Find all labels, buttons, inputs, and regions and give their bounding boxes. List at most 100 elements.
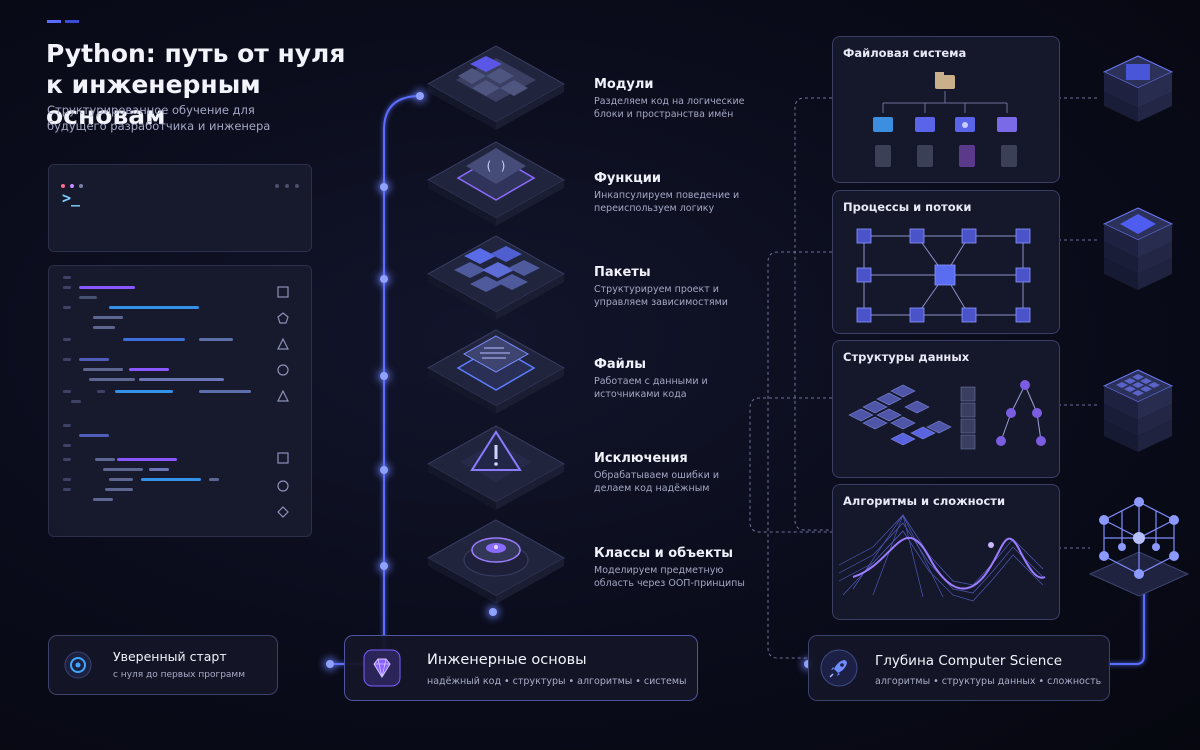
terminal-prompt: >_ [62, 189, 81, 207]
square-shape-icon [277, 286, 289, 298]
code-line [89, 378, 135, 381]
card-algorithms[interactable]: Алгоритмы и сложности [832, 484, 1060, 620]
code-line [117, 458, 177, 461]
step-desc: Структурируем проект и управляем зависим… [594, 284, 728, 308]
code-line [63, 358, 71, 361]
cs-card[interactable]: Глубина Computer Science алгоритмы • стр… [808, 635, 1110, 701]
card-data-structures[interactable]: Структуры данных [832, 340, 1060, 478]
class-icon [426, 519, 566, 604]
circle-shape-icon [277, 480, 289, 492]
code-line [105, 488, 133, 491]
file-icon [426, 329, 566, 414]
triangle-shape-icon [277, 390, 289, 402]
code-line [93, 316, 123, 319]
lattice-cube-icon [1088, 497, 1190, 597]
code-line [63, 390, 71, 393]
code-line [63, 458, 71, 461]
code-line [83, 368, 123, 371]
page-subtitle: Структурированное обучение для будущего … [47, 103, 271, 133]
core-card[interactable]: Инженерные основы надёжный код • структу… [344, 635, 698, 701]
svg-text:( ): ( ) [485, 159, 507, 173]
start-subtitle: с нуля до первых программ [113, 670, 246, 680]
cs-title: Глубина Computer Science [875, 653, 1063, 669]
spine-node [380, 183, 388, 191]
server-stack-icon [1102, 55, 1174, 122]
spine-node [380, 562, 388, 570]
server-stack-icon [1102, 207, 1174, 290]
card-filesystem[interactable]: Файловая система [832, 36, 1060, 183]
package-icon [426, 235, 566, 320]
rocket-icon [820, 649, 858, 687]
code-line [63, 286, 71, 289]
code-line [95, 458, 115, 461]
spine-node [380, 372, 388, 380]
code-line [109, 306, 199, 309]
core-title: Инженерные основы [427, 652, 587, 668]
step-desc: Работаем с данными и источниками кода [594, 376, 708, 400]
code-line [63, 424, 71, 427]
network-icon [856, 228, 1031, 323]
cs-subtitle: алгоритмы • структуры данных • сложность [875, 676, 1102, 687]
start-title: Уверенный старт [113, 649, 227, 664]
core-subtitle: надёжный код • структуры • алгоритмы • с… [427, 676, 687, 687]
complexity-graph-icon [838, 513, 1046, 602]
spine-node [380, 466, 388, 474]
step-desc: Обрабатываем ошибки и делаем код надёжны… [594, 470, 719, 494]
warning-icon [426, 425, 566, 510]
code-line [115, 390, 173, 393]
gem-icon [363, 649, 401, 687]
server-stack-icon [1102, 369, 1174, 452]
code-line [63, 488, 71, 491]
accent-dash [65, 20, 79, 23]
code-line [63, 338, 71, 341]
code-line [103, 468, 143, 471]
step-title: Модули [594, 77, 654, 92]
data-structures-icon [848, 380, 1046, 450]
code-line [199, 338, 233, 341]
spine-node [489, 608, 497, 616]
card-title: Алгоритмы и сложности [843, 494, 1006, 508]
step-desc: Инкапсулируем поведение и переиспользуем… [594, 190, 740, 214]
code-line [63, 444, 71, 447]
window-controls [61, 173, 88, 192]
code-line [79, 296, 97, 299]
page-title: Python: путь от нуля к инженерным основа… [46, 38, 376, 131]
triangle-shape-icon [277, 338, 289, 350]
code-line [97, 390, 105, 393]
start-card[interactable]: Уверенный старт с нуля до первых програм… [48, 635, 278, 695]
accent-dash [47, 20, 61, 23]
window-menu-icon [269, 173, 299, 192]
terminal-window: >_ [48, 164, 312, 252]
code-line [71, 400, 81, 403]
spine-node [380, 275, 388, 283]
step-title: Файлы [594, 357, 647, 372]
step-title: Функции [594, 171, 662, 186]
spine-node [416, 92, 424, 100]
code-line [63, 276, 71, 279]
step-desc: Разделяем код на логические блоки и прос… [594, 96, 745, 120]
title-line-1: Python: путь от нуля [46, 39, 346, 68]
code-line [209, 478, 219, 481]
code-line [63, 306, 71, 309]
card-title: Процессы и потоки [843, 200, 972, 214]
code-line [93, 326, 115, 329]
code-line [109, 478, 133, 481]
spine-node [326, 660, 334, 668]
step-title: Классы и объекты [594, 546, 733, 561]
cubes-icon [426, 45, 566, 130]
circle-shape-icon [277, 364, 289, 376]
card-processes[interactable]: Процессы и потоки [832, 190, 1060, 334]
title-line-2: к инженерным основам [46, 70, 261, 130]
function-icon: ( ) [426, 141, 566, 226]
code-line [63, 478, 71, 481]
target-icon [64, 651, 92, 679]
diamond-shape-icon [277, 506, 289, 518]
code-line [79, 434, 109, 437]
card-title: Файловая система [843, 46, 967, 60]
code-line [199, 390, 251, 393]
code-line [123, 338, 185, 341]
code-line [141, 478, 201, 481]
square-shape-icon [277, 452, 289, 464]
